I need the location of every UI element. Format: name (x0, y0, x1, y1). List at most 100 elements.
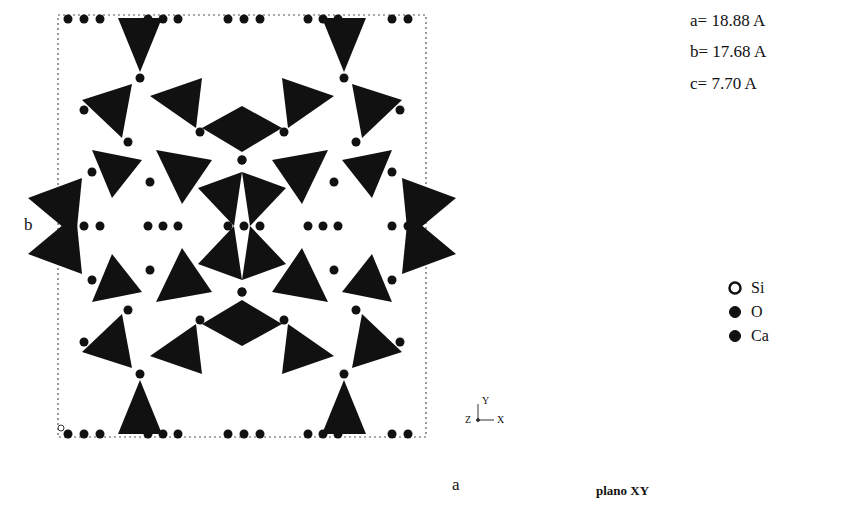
si-tetrahedron (352, 314, 402, 368)
si-tetrahedron (272, 248, 328, 302)
atom-dot (240, 222, 249, 231)
si-tetrahedron (402, 214, 456, 274)
atom-dot (404, 15, 413, 24)
atom-dot (240, 430, 249, 439)
atom-dot (196, 316, 205, 325)
atom-dot (80, 15, 89, 24)
atom-dot (80, 106, 89, 115)
si-tetrahedron (202, 106, 242, 152)
atom-dot (388, 276, 397, 285)
atom-dot (80, 430, 89, 439)
origin-mark (58, 425, 64, 431)
si-tetrahedron (352, 84, 402, 138)
atom-dot (388, 15, 397, 24)
atom-dot (280, 316, 289, 325)
si-tetrahedron (82, 84, 132, 138)
atom-dot (304, 222, 313, 231)
atom-dot (304, 340, 313, 349)
atom-dot (136, 74, 145, 83)
atom-dot (404, 222, 413, 231)
atom-dot (396, 338, 405, 347)
si-tetrahedron (242, 106, 282, 152)
atom-dot (388, 430, 397, 439)
si-tetrahedron (198, 226, 242, 280)
atom-dot (304, 430, 313, 439)
atom-dot (240, 15, 249, 24)
atom-dot (64, 430, 73, 439)
si-tetrahedron (242, 172, 286, 226)
atom-dot (238, 156, 247, 165)
atom-dot (330, 178, 339, 187)
tetrahedra (28, 18, 456, 434)
atom-dot (172, 104, 181, 113)
atom-dot (319, 430, 328, 439)
atom-dot (304, 15, 313, 24)
si-tetrahedron (92, 150, 142, 198)
si-tetrahedron (156, 248, 212, 302)
atom-dot (196, 128, 205, 137)
atom-dot (96, 15, 105, 24)
atom-dot (256, 15, 265, 24)
atom-dot (64, 222, 73, 231)
si-tetrahedron (198, 172, 242, 226)
axis-label: b (24, 216, 33, 235)
atom-dot (174, 222, 183, 231)
legend-text: Si (751, 279, 764, 297)
si-tetrahedron (202, 300, 242, 346)
si-tetrahedron (282, 324, 334, 374)
atom-dot (330, 266, 339, 275)
atom-dot (159, 430, 168, 439)
unit-cell (58, 15, 426, 437)
si-tetrahedron (322, 18, 366, 72)
atom-dot (172, 340, 181, 349)
atom-dot (238, 288, 247, 297)
axis-z (477, 419, 480, 422)
axis-x (478, 420, 494, 421)
legend-entry: Ca (727, 326, 807, 346)
atom-dot (124, 306, 133, 315)
atom-dot (340, 370, 349, 379)
legend-entry: Si (727, 278, 807, 298)
atom-sample (730, 307, 741, 318)
si-tetrahedron (282, 78, 334, 128)
atom-dot (88, 168, 97, 177)
atom-dot (404, 430, 413, 439)
atoms (64, 15, 413, 439)
si-tetrahedron (118, 380, 162, 434)
atom-dot (238, 156, 247, 165)
atom-sample (730, 331, 741, 342)
atom-dot (224, 15, 233, 24)
si-tetrahedron (342, 254, 392, 302)
plane-caption: plano XY (596, 484, 649, 498)
si-tetrahedron (322, 380, 366, 434)
si-tetrahedron (28, 214, 82, 274)
legend-entry: O (727, 302, 807, 322)
atom-dot (80, 338, 89, 347)
axis-letter: X (497, 414, 504, 425)
atom-dot (144, 430, 153, 439)
atom-dot (64, 15, 73, 24)
si-tetrahedron (118, 18, 162, 72)
atom-dot (124, 138, 133, 147)
atom-dot (146, 178, 155, 187)
lattice-parameter: c= 7.70 A (690, 75, 757, 94)
atom-dot (96, 222, 105, 231)
axis-label: a (452, 476, 460, 495)
atom-dot (159, 222, 168, 231)
lattice-parameter: a= 18.88 A (690, 12, 765, 31)
atom-dot (388, 168, 397, 177)
atom-dot (159, 15, 168, 24)
legend-text: O (751, 303, 763, 321)
atom-dot (96, 430, 105, 439)
axis-letter: Y (482, 395, 489, 406)
si-tetrahedron (150, 324, 202, 374)
atom-dot (174, 15, 183, 24)
axis-triad (477, 404, 495, 422)
atom-dot (319, 15, 328, 24)
si-tetrahedron (150, 78, 202, 128)
atom-dot (340, 74, 349, 83)
atom-dot (280, 128, 289, 137)
legend-swatch (727, 328, 743, 344)
atom-dot (144, 15, 153, 24)
